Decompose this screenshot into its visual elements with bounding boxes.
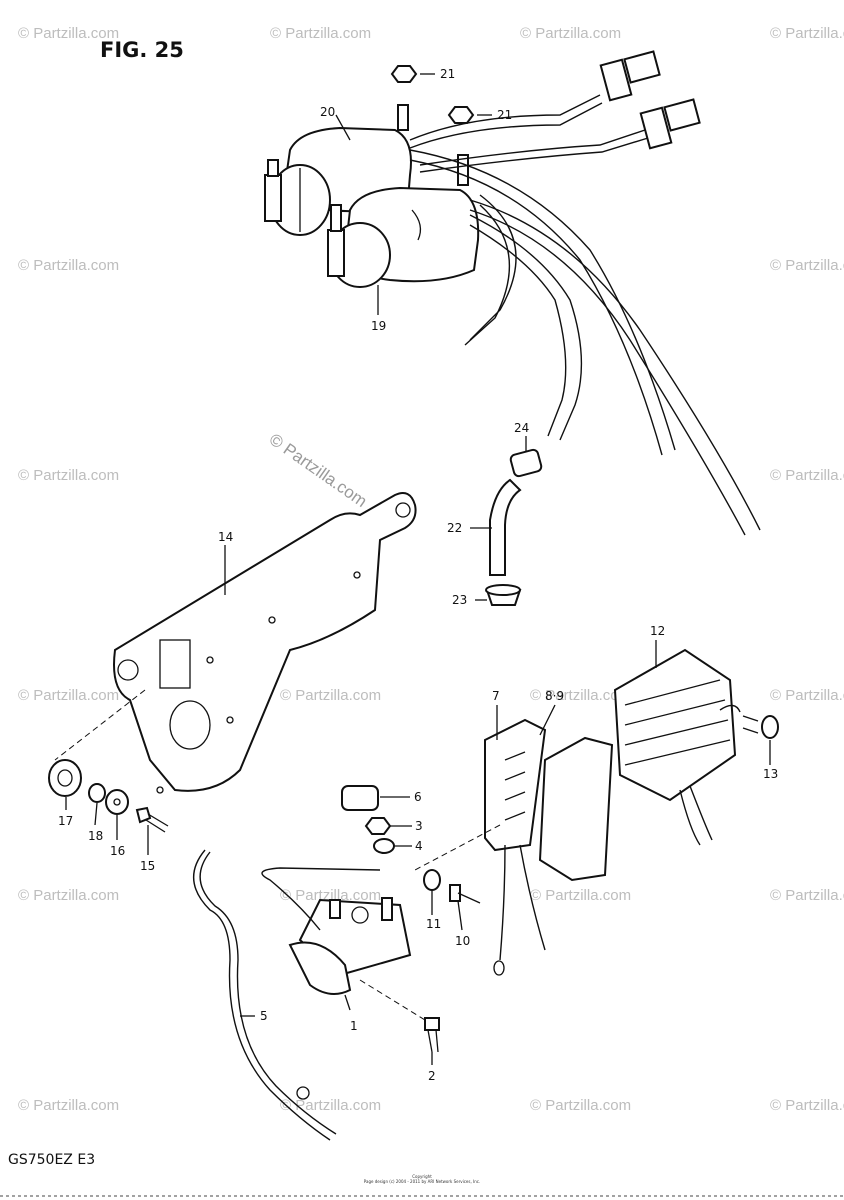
watermark: © Partzilla.com bbox=[530, 687, 631, 704]
watermark: © Partzilla.com bbox=[18, 887, 119, 904]
cable-5-edge bbox=[199, 851, 337, 1135]
callout-21a: 21 bbox=[440, 67, 455, 81]
wire-connector-top bbox=[599, 50, 661, 102]
watermark: © Partzilla.com bbox=[530, 887, 631, 904]
screw-10 bbox=[449, 884, 481, 904]
watermark-center: © Partzilla.com bbox=[266, 430, 371, 511]
cable-relay-lead bbox=[261, 867, 381, 931]
nut-3 bbox=[364, 817, 392, 835]
fuse-cover bbox=[538, 736, 614, 882]
watermark: © Partzilla.com bbox=[18, 687, 119, 704]
callout-13: 13 bbox=[763, 767, 778, 781]
high-tension-leads bbox=[409, 94, 761, 536]
cap-6 bbox=[341, 785, 379, 811]
tube-22 bbox=[489, 478, 522, 576]
callout-21b: 21 bbox=[497, 108, 512, 122]
terminal-ring bbox=[296, 1086, 310, 1100]
fuse-box-7 bbox=[484, 718, 547, 852]
starter-relay-1 bbox=[288, 897, 412, 995]
watermark: © Partzilla.com bbox=[280, 887, 381, 904]
watermark: © Partzilla.com bbox=[770, 467, 844, 484]
ignition-coil-19 bbox=[327, 154, 480, 288]
watermark: © Partzilla.com bbox=[18, 25, 119, 42]
watermark: © Partzilla.com bbox=[770, 257, 844, 274]
callout-7: 7 bbox=[492, 689, 500, 703]
washer-16 bbox=[105, 789, 129, 815]
nut-21a bbox=[390, 65, 418, 83]
watermark: © Partzilla.com bbox=[770, 25, 844, 42]
cable-5 bbox=[192, 849, 331, 1141]
fuse-lead-2 bbox=[519, 844, 546, 951]
watermark: © Partzilla.com bbox=[530, 1097, 631, 1114]
bracket-14 bbox=[113, 492, 417, 794]
washer-11 bbox=[423, 869, 441, 891]
watermark: © Partzilla.com bbox=[18, 257, 119, 274]
callout-3: 3 bbox=[415, 819, 423, 833]
regulator-12 bbox=[613, 648, 741, 846]
model-code: GS750EZ E3 bbox=[8, 1152, 95, 1168]
copyright-line-1: Copyright bbox=[412, 1174, 432, 1179]
callout-1: 1 bbox=[350, 1019, 358, 1033]
watermark-layer: © Partzilla.com © Partzilla.com © Partzi… bbox=[18, 25, 844, 1114]
collar-18 bbox=[88, 783, 106, 803]
wire-connector-lower bbox=[639, 98, 701, 150]
leader-dashed bbox=[359, 979, 426, 1021]
seal-23 bbox=[485, 584, 522, 606]
leader-dashed bbox=[414, 824, 501, 871]
callout-8-9: 8·9 bbox=[545, 689, 564, 703]
watermark: © Partzilla.com bbox=[770, 687, 844, 704]
watermark: © Partzilla.com bbox=[18, 1097, 119, 1114]
watermark: © Partzilla.com bbox=[18, 467, 119, 484]
cap-24 bbox=[509, 448, 543, 478]
callout-20: 20 bbox=[320, 105, 335, 119]
callout-4: 4 bbox=[415, 839, 423, 853]
fuse-lead bbox=[499, 844, 506, 961]
washer-4 bbox=[373, 838, 395, 854]
watermark: © Partzilla.com bbox=[520, 25, 621, 42]
callout-5: 5 bbox=[260, 1009, 268, 1023]
nut-21b bbox=[447, 106, 475, 124]
bolt-15 bbox=[135, 806, 169, 833]
watermark: © Partzilla.com bbox=[270, 25, 371, 42]
copyright-line-2: Page design (c) 2004 - 2011 by ARI Netwo… bbox=[364, 1179, 480, 1184]
screw-2 bbox=[424, 1017, 440, 1053]
callout-10: 10 bbox=[455, 934, 470, 948]
callout-16: 16 bbox=[110, 844, 125, 858]
callout-11: 11 bbox=[426, 917, 441, 931]
callout-17: 17 bbox=[58, 814, 73, 828]
callout-6: 6 bbox=[414, 790, 422, 804]
leader-dashed bbox=[54, 689, 146, 761]
watermark: © Partzilla.com bbox=[280, 687, 381, 704]
callout-leaders bbox=[65, 73, 771, 1065]
screw-13 bbox=[742, 715, 779, 739]
callout-22: 22 bbox=[447, 521, 462, 535]
callout-23: 23 bbox=[452, 593, 467, 607]
terminal-ring bbox=[493, 960, 505, 976]
callout-12: 12 bbox=[650, 624, 665, 638]
callout-14: 14 bbox=[218, 530, 233, 544]
watermark: © Partzilla.com bbox=[770, 887, 844, 904]
callout-15: 15 bbox=[140, 859, 155, 873]
grommet-17 bbox=[48, 759, 82, 797]
callout-24: 24 bbox=[514, 421, 529, 435]
callout-18: 18 bbox=[88, 829, 103, 843]
callout-2: 2 bbox=[428, 1069, 436, 1083]
callout-19: 19 bbox=[371, 319, 386, 333]
watermark: © Partzilla.com bbox=[770, 1097, 844, 1114]
figure-title: FIG. 25 bbox=[100, 38, 184, 62]
watermark: © Partzilla.com bbox=[280, 1097, 381, 1114]
